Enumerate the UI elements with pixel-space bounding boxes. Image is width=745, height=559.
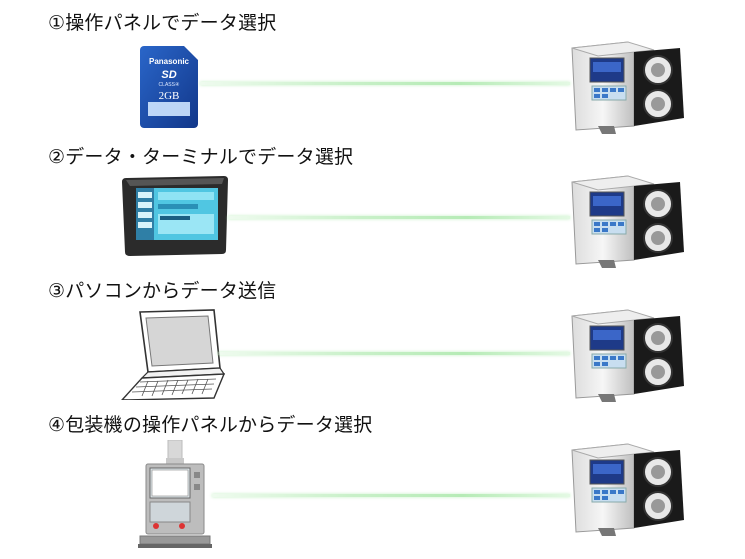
row-title: ②データ・ターミナルでデータ選択 [48,146,354,168]
row-2: ②データ・ターミナルでデータ選択 [0,142,745,282]
printer-unit-icon [568,440,688,536]
printer-unit-icon [568,38,688,134]
sd-capacity: 2GB [159,90,180,102]
row-4: ④包装機の操作パネルからデータ選択 [0,410,745,550]
printer-unit-icon [568,172,688,268]
data-beam [228,216,570,219]
sd-card-icon: Panasonic SD CLASS④ 2GB [140,46,198,128]
row-title: ①操作パネルでデータ選択 [48,12,277,34]
row-3: ③パソコンからデータ送信 [0,276,745,416]
packaging-machine-panel-icon [138,440,212,550]
data-beam [200,82,570,85]
sd-logo: SD [161,69,176,81]
sd-brand: Panasonic [149,57,190,66]
row-title: ④包装機の操作パネルからデータ選択 [48,414,373,436]
sd-class: CLASS④ [159,82,180,88]
data-beam [212,494,570,497]
row-1: ①操作パネルでデータ選択 Panasonic SD CLASS④ 2GB [0,8,745,148]
printer-unit-icon [568,306,688,402]
data-terminal-icon [120,174,230,258]
laptop-icon [118,308,228,400]
data-beam [218,352,570,355]
row-title: ③パソコンからデータ送信 [48,280,277,302]
